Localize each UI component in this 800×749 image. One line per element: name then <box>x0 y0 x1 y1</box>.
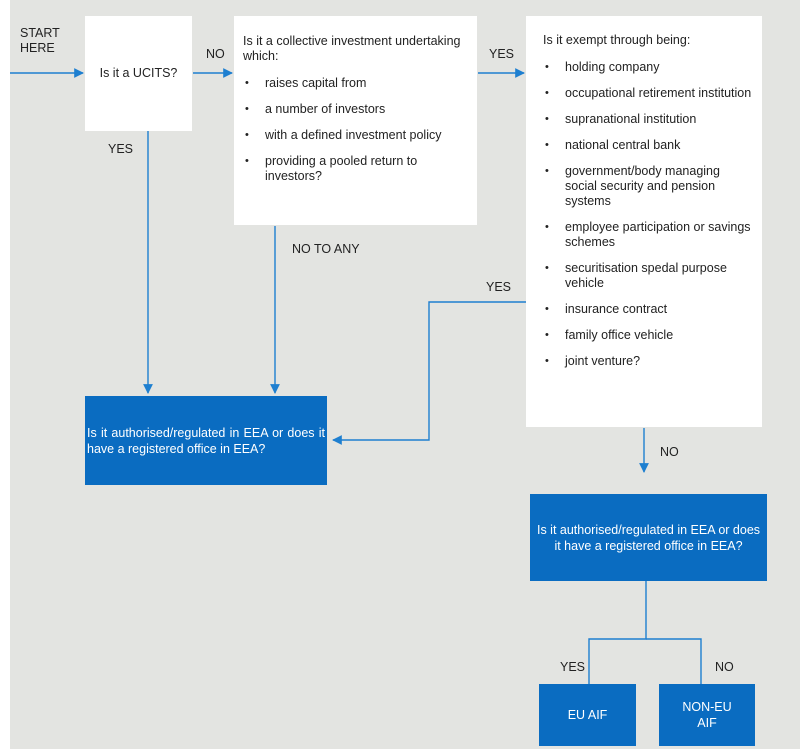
eea-question-box-left: Is it authorised/regulated in EEA or doe… <box>85 396 327 485</box>
label-no-1: NO <box>206 47 225 61</box>
edge-right-eea-split <box>588 581 647 684</box>
exemption-item: government/body managing social security… <box>543 164 754 209</box>
exempt-question-box: Is it exempt through being: holding comp… <box>526 16 762 427</box>
eu-aif-box: EU AIF <box>539 684 636 746</box>
cid-criteria-item: providing a pooled return to investors? <box>243 154 469 184</box>
cid-criteria-item: a number of investors <box>243 102 469 117</box>
non-eu-aif-text: NON-EU AIF <box>682 700 732 730</box>
cid-criteria-item: with a defined investment policy <box>243 128 469 143</box>
eu-aif-text: EU AIF <box>567 708 608 722</box>
start-here-label: START HERE <box>20 26 60 55</box>
cid-criteria-list: raises capital from a number of investor… <box>243 76 469 184</box>
ucits-question-box: Is it a UCITS? <box>85 16 192 131</box>
label-yes-3: YES <box>486 280 512 294</box>
exemption-list: holding company occupational retirement … <box>543 60 754 369</box>
cid-question-box: Is it a collective investment undertakin… <box>234 16 477 225</box>
eea-question-box-right: Is it authorised/regulated in EEA or doe… <box>530 494 767 581</box>
label-yes-1: YES <box>489 47 515 61</box>
exemption-item: supranational institution <box>543 112 754 127</box>
label-no-3: NO <box>715 660 734 674</box>
exemption-item: occupational retirement institution <box>543 86 754 101</box>
cid-question-title: Is it a collective investment undertakin… <box>243 34 461 63</box>
label-yes-2: YES <box>108 142 134 156</box>
exemption-item: insurance contract <box>543 302 754 317</box>
exemption-item: securitisation spedal purpose vehicle <box>543 261 754 291</box>
eea-question-text-left: Is it authorised/regulated in EEA or doe… <box>87 425 325 456</box>
label-no-to-any: NO TO ANY <box>292 242 360 256</box>
label-yes-4: YES <box>560 660 586 674</box>
edge-exempt-yes-to-left-eea <box>332 301 527 445</box>
exempt-question-title: Is it exempt through being: <box>543 33 691 47</box>
exemption-item: joint venture? <box>543 354 754 369</box>
cid-criteria-item: raises capital from <box>243 76 469 91</box>
exemption-item: family office vehicle <box>543 328 754 343</box>
ucits-question-text: Is it a UCITS? <box>99 66 178 80</box>
edge-right-eea-split-b <box>646 638 702 684</box>
label-no-2: NO <box>660 445 679 459</box>
exemption-item: employee participation or savings scheme… <box>543 220 754 250</box>
non-eu-aif-box: NON-EU AIF <box>659 684 755 746</box>
eea-question-text-right: Is it authorised/regulated in EEA or doe… <box>536 522 761 553</box>
exemption-item: holding company <box>543 60 754 75</box>
flowchart-canvas: START HERE NO YES YES NO TO ANY YES NO Y… <box>10 0 800 749</box>
exemption-item: national central bank <box>543 138 754 153</box>
